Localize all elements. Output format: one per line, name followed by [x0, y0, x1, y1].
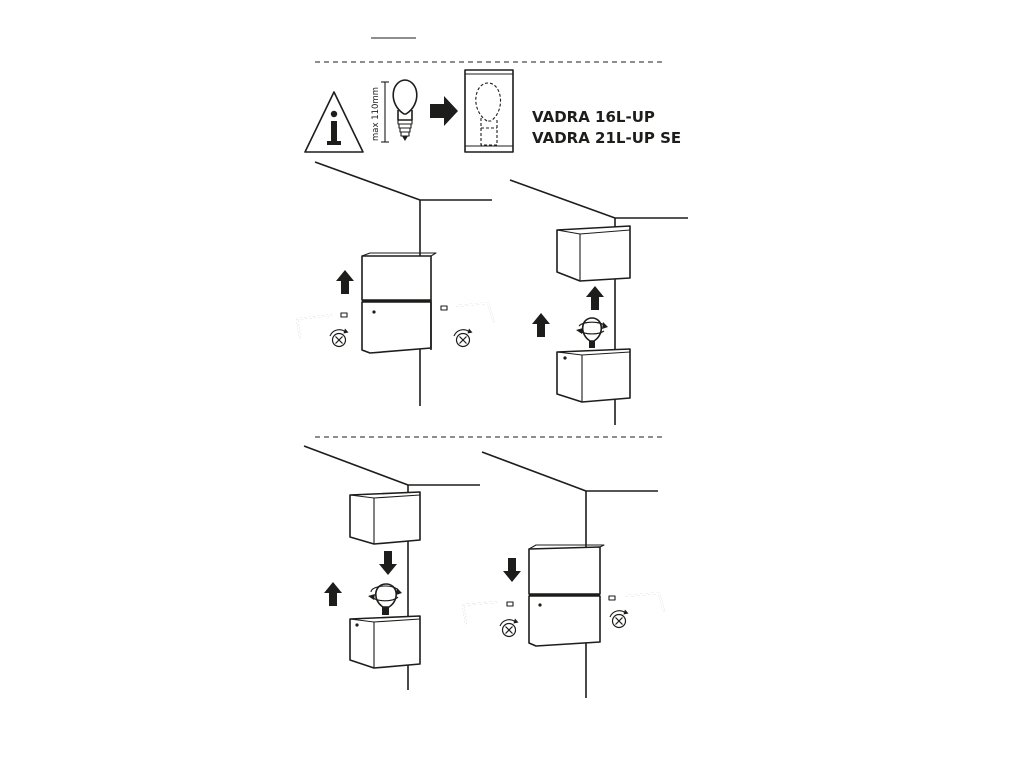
hex-key-icon	[625, 592, 665, 612]
set-screw	[340, 312, 348, 318]
set-screw	[506, 601, 514, 607]
step-1-remove-cover	[295, 161, 495, 406]
arrow-up-icon	[324, 582, 342, 606]
arrow-up-icon	[336, 270, 354, 294]
light-bulb-icon	[392, 79, 418, 141]
lamp-base	[556, 348, 631, 403]
arrow-down-icon	[503, 558, 521, 582]
dimension-label: max 110mm	[371, 87, 381, 141]
arrow-right-icon	[430, 96, 458, 126]
lamp-cover	[556, 225, 631, 282]
step-3-install-bulb	[303, 445, 480, 690]
arrow-up-icon	[586, 286, 604, 310]
arrow-down-icon	[379, 551, 397, 575]
step-2-replace-bulb	[509, 179, 688, 425]
screw-rotate-icon	[499, 617, 520, 638]
lamp-cover	[349, 491, 421, 545]
warning-info-icon	[304, 91, 364, 153]
lamp-base	[349, 615, 421, 669]
model-name-1: VADRA 16L-UP	[532, 108, 655, 126]
lamp-fixture	[528, 544, 605, 647]
set-screw	[440, 305, 448, 311]
screw-rotate-icon	[609, 608, 630, 629]
light-bulb-icon	[576, 317, 608, 348]
model-name-2: VADRA 21L-UP SE	[532, 129, 681, 147]
hex-key-icon	[455, 302, 495, 323]
lamp-fixture	[361, 252, 437, 354]
hex-key-icon	[295, 314, 333, 339]
step-4-reassemble	[461, 451, 665, 698]
set-screw	[608, 595, 616, 601]
arrow-up-icon	[532, 313, 550, 337]
dimension-marker: max 110mm	[371, 81, 389, 143]
fixture-cross-section	[464, 69, 514, 153]
hex-key-icon	[461, 601, 498, 625]
screw-rotate-icon	[329, 327, 350, 348]
light-bulb-icon	[368, 583, 402, 615]
screw-rotate-icon	[453, 327, 474, 348]
